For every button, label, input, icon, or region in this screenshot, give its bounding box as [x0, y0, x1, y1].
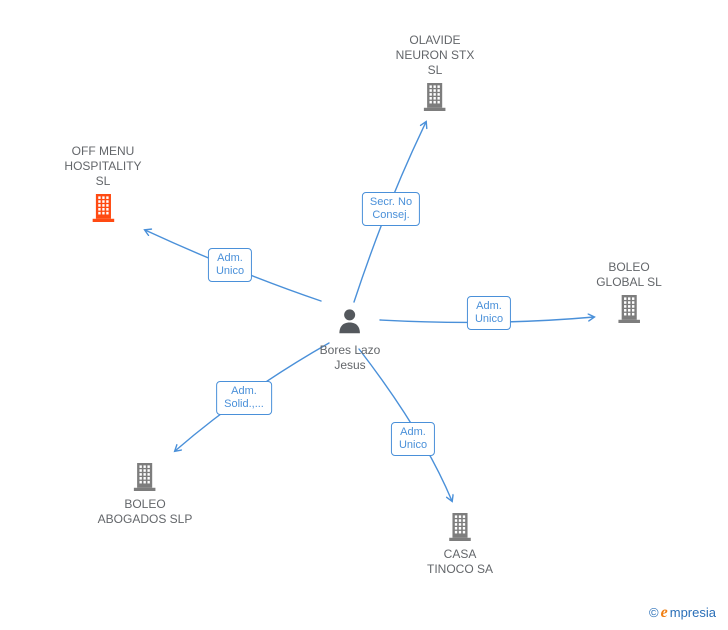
relation-line: Unico — [215, 265, 245, 277]
company-name-line: OFF MENU — [71, 144, 135, 158]
relation-label-adm-solid[interactable]: Adm. Solid.,... — [216, 381, 272, 415]
company-name: OFF MENU HOSPITALITY SL — [64, 144, 141, 189]
relation-line: Unico — [398, 439, 428, 451]
person-icon — [335, 307, 365, 337]
company-name-line: BOLEO — [608, 260, 650, 274]
building-icon — [132, 463, 158, 491]
node-company-boleo-abogados[interactable]: BOLEO ABOGADOS SLP — [98, 463, 193, 527]
company-name-line: CASA — [443, 547, 477, 561]
relation-line: Adm. — [476, 300, 502, 312]
brand-mark-icon: e — [660, 604, 668, 621]
relation-line: Adm. — [217, 252, 243, 264]
node-company-casa-tinoco[interactable]: CASA TINOCO SA — [427, 513, 493, 577]
building-icon-highlighted — [90, 194, 116, 222]
company-name-line: TINOCO SA — [426, 562, 494, 576]
company-name-line: HOSPITALITY — [64, 159, 142, 173]
person-name-line: Jesus — [334, 358, 366, 372]
person-name: Bores Lazo Jesus — [320, 343, 381, 373]
company-name-line: NEURON STX — [395, 48, 475, 62]
relation-line: Adm. — [231, 385, 257, 397]
copyright-symbol: © — [649, 605, 659, 620]
company-name: BOLEO GLOBAL SL — [596, 260, 662, 290]
company-name-line: OLAVIDE — [409, 33, 461, 47]
node-company-boleo-global[interactable]: BOLEO GLOBAL SL — [596, 260, 662, 323]
company-name: CASA TINOCO SA — [427, 547, 493, 577]
company-name-line: ABOGADOS SLP — [97, 512, 193, 526]
relation-label-adm-unico-boleo-global[interactable]: Adm. Unico — [466, 296, 512, 330]
building-icon — [447, 513, 473, 541]
relation-line: Consej. — [372, 209, 410, 221]
relation-line: Solid.,... — [224, 398, 264, 410]
company-name: BOLEO ABOGADOS SLP — [98, 497, 193, 527]
company-name-line: GLOBAL SL — [596, 275, 662, 289]
person-name-line: Bores Lazo — [319, 343, 381, 357]
relation-label-secr-no-consej[interactable]: Secr. No Consej. — [361, 192, 421, 226]
company-name-line: BOLEO — [124, 497, 166, 511]
relation-line: Adm. — [400, 426, 426, 438]
company-name-line: SL — [95, 174, 111, 188]
node-person-bores-lazo-jesus[interactable]: Bores Lazo Jesus — [320, 307, 381, 373]
node-company-olavide-neuron-stx[interactable]: OLAVIDE NEURON STX SL — [396, 33, 475, 111]
company-name: OLAVIDE NEURON STX SL — [396, 33, 475, 78]
relation-line: Unico — [474, 313, 504, 325]
relation-label-adm-unico-off-menu[interactable]: Adm. Unico — [207, 248, 253, 282]
node-company-off-menu-hospitality[interactable]: OFF MENU HOSPITALITY SL — [64, 144, 142, 222]
building-icon — [616, 295, 642, 323]
company-name-line: SL — [427, 63, 443, 77]
brand-text: mpresia — [669, 605, 716, 620]
building-icon — [422, 83, 448, 111]
relation-label-adm-unico-casa-tinoco[interactable]: Adm. Unico — [390, 422, 436, 456]
relation-line: Secr. No — [369, 196, 413, 208]
